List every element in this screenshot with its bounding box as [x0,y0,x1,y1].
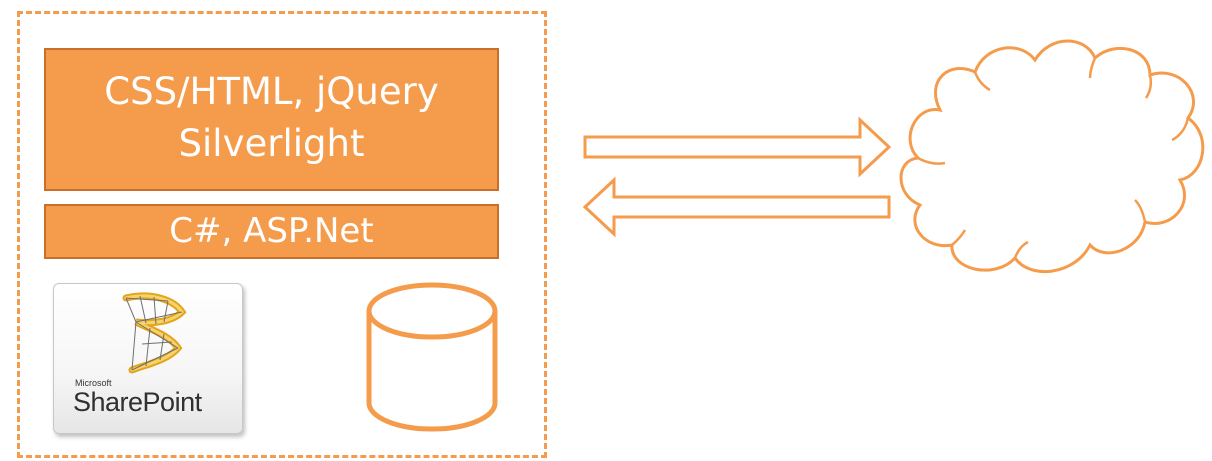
sharepoint-logo-card: Microsoft SharePoint [53,283,243,434]
client-tech-box: CSS/HTML, jQuery Silverlight [44,48,499,191]
microsoft-label: Microsoft [75,378,112,388]
client-tech-line-2: Silverlight [178,122,365,165]
sharepoint-label: SharePoint [73,387,202,417]
cloud-inner-curves [917,57,1190,259]
database-cylinder-icon [366,282,498,432]
arrow-left-icon [582,176,891,238]
server-tech-box: C#, ASP.Net [44,204,499,259]
server-container-frame [17,11,547,458]
client-tech-line-1: CSS/HTML, jQuery [104,70,439,113]
sharepoint-logo-icon [122,292,187,374]
server-tech-label: C#, ASP.Net [169,211,374,251]
arrow-right-icon [583,116,892,178]
cloud-icon [899,39,1205,273]
